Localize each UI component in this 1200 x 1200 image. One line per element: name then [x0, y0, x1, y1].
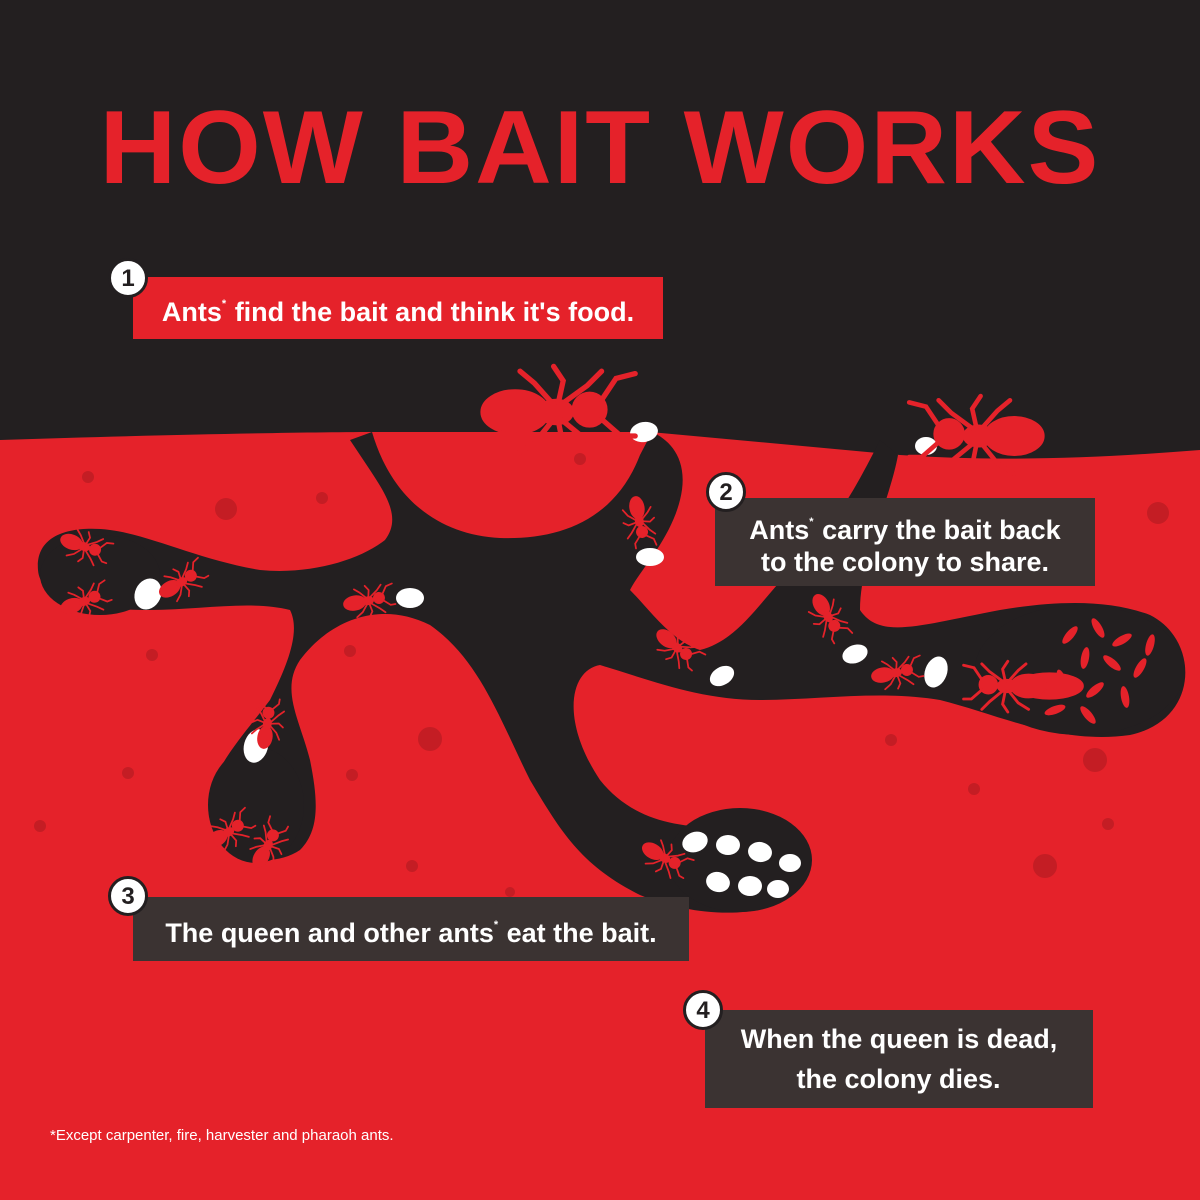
step-1-number-badge: 1: [108, 258, 148, 298]
step-4-box: When the queen is dead, the colony dies.: [705, 1010, 1093, 1108]
colony-ants: [54, 493, 1084, 886]
step-3-box: The queen and other ants* eat the bait.: [133, 897, 689, 961]
step-2-number-badge: 2: [706, 472, 746, 512]
step-1-box: Ants* find the bait and think it's food.: [133, 277, 663, 339]
queen-ant: [962, 659, 1084, 714]
sky-background: [0, 0, 1200, 460]
step-4-number-badge: 4: [683, 990, 723, 1030]
bait-pieces: [134, 421, 948, 898]
footnote: *Except carpenter, fire, harvester and p…: [50, 1127, 394, 1144]
page-title: HOW BAIT WORKS: [99, 90, 1101, 206]
step-3-number-badge: 3: [108, 876, 148, 916]
step-2-box: Ants* carry the bait back to the colony …: [715, 498, 1095, 586]
